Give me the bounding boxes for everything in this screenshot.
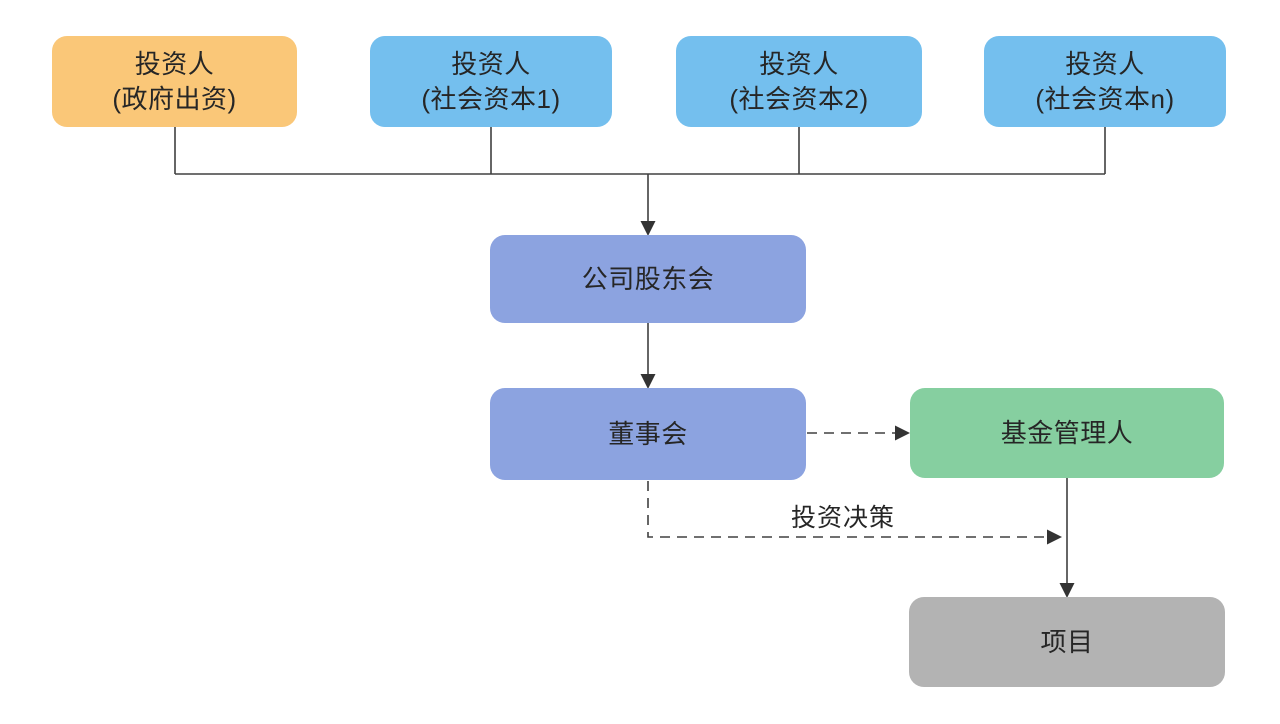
edge-board-investment-decision — [647, 481, 1048, 538]
node-board-of-directors: 董事会 — [490, 388, 806, 480]
arrowhead-investment-decision — [1047, 529, 1062, 545]
edge-investors-bus — [174, 127, 1106, 175]
node-investor-social-2: 投资人 (社会资本2) — [676, 36, 922, 127]
node-label: 投资人 — [1065, 49, 1145, 80]
node-investor-social-n: 投资人 (社会资本n) — [984, 36, 1226, 127]
node-label: 投资人 — [134, 49, 215, 80]
node-label: 董事会 — [608, 418, 688, 449]
arrowhead-fund-manager — [895, 425, 910, 441]
node-project: 项目 — [909, 597, 1225, 687]
node-sublabel: (政府出资) — [112, 83, 237, 114]
arrowhead-board — [640, 374, 656, 389]
node-sublabel: (社会资本2) — [729, 83, 869, 114]
node-label: 投资人 — [451, 49, 531, 80]
node-label: 基金管理人 — [1000, 417, 1134, 448]
node-sublabel: (社会资本1) — [421, 83, 561, 114]
node-label: 投资人 — [759, 49, 839, 80]
arrowhead-project — [1059, 583, 1075, 598]
node-sublabel: (社会资本n) — [1035, 83, 1175, 114]
node-investor-social-1: 投资人 (社会资本1) — [370, 36, 612, 127]
node-investor-government: 投资人 (政府出资) — [52, 36, 297, 127]
node-fund-manager: 基金管理人 — [910, 388, 1224, 478]
arrowhead-shareholders — [640, 221, 656, 236]
node-label: 项目 — [1040, 626, 1094, 657]
node-label: 公司股东会 — [581, 263, 715, 294]
edge-label-investment-decision: 投资决策 — [790, 504, 895, 532]
node-shareholders-meeting: 公司股东会 — [490, 235, 806, 323]
